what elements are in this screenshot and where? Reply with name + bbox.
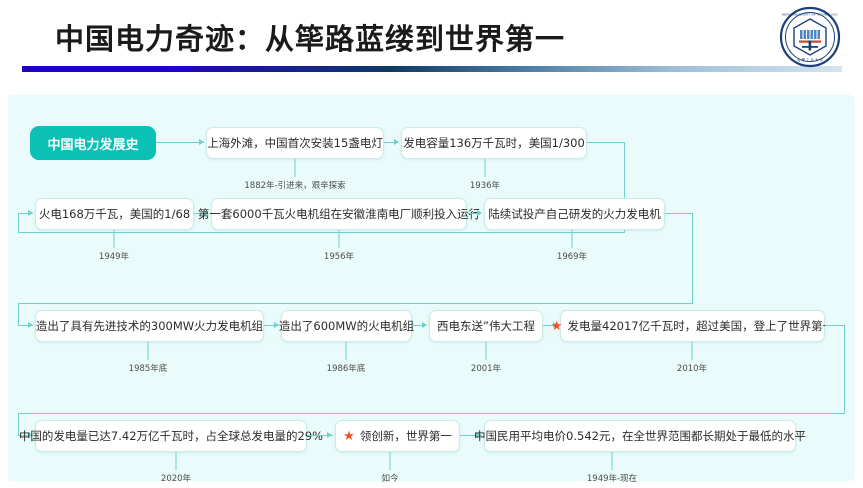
flow-node-r3c4[interactable]: ★ 发电量42017亿千瓦时，超过美国，登上了世界第一	[551, 310, 834, 342]
caption-tick	[338, 230, 340, 248]
flow-node-r1c1[interactable]: 上海外滩，中国首次安装15盏电灯	[206, 127, 384, 159]
connector-h	[467, 213, 481, 214]
connector-v	[844, 325, 845, 413]
connector-h	[18, 232, 625, 233]
connector-arrow	[199, 138, 204, 145]
caption-r2c2: 1956年	[323, 252, 355, 262]
svg-text:HEFEI UNIVERSITY OF TECHNOLOGY: HEFEI UNIVERSITY OF TECHNOLOGY	[782, 13, 838, 17]
connector-v	[18, 413, 19, 435]
caption-tick	[113, 230, 115, 248]
caption-r4c1: 2020年	[160, 474, 192, 484]
node-label: 陆续试投产自己研发的火力发电机	[488, 207, 661, 221]
university-seal-logo: HEFEI UNIVERSITY OF TECHNOLOGY 合 肥 工 业 大…	[779, 6, 841, 68]
connector-h	[18, 303, 693, 304]
page-title: 中国电力奇迹：从筚路蓝缕到世界第一	[55, 22, 566, 56]
connector-arrow	[553, 321, 558, 328]
flow-node-r4c3[interactable]: 中国民用平均电价0.542元，在全世界范围都长期处于最低的水平	[474, 420, 806, 452]
connector-h	[460, 435, 482, 436]
connector-h	[412, 325, 426, 326]
caption-r4c3: 1949年-现在	[586, 474, 638, 484]
caption-r3c4: 2010年	[676, 364, 708, 374]
star-icon: ★	[550, 318, 563, 334]
node-label: 发电容量136万千瓦时，美国1/300	[403, 136, 585, 150]
caption-r3c1: 1985年底	[128, 364, 168, 374]
node-label: 发电量42017亿千瓦时，超过美国，登上了世界第一	[567, 319, 835, 333]
caption-r2c1: 1949年	[98, 252, 130, 262]
svg-text:合 肥 工 业 大 学: 合 肥 工 业 大 学	[797, 57, 823, 62]
connector-v	[18, 303, 19, 325]
connector-arrow	[394, 138, 399, 145]
caption-tick	[611, 452, 613, 470]
flow-node-r3c3[interactable]: 西电东送”伟大工程	[429, 310, 543, 342]
connector-h	[156, 142, 204, 143]
connector-arrow	[476, 431, 481, 438]
flow-node-r1c2[interactable]: 发电容量136万千瓦时，美国1/300	[401, 127, 587, 159]
caption-r1c2: 1936年	[469, 181, 501, 191]
connector-h	[18, 413, 845, 414]
caption-r3c3: 2001年	[470, 364, 502, 374]
connector-v	[18, 213, 19, 233]
slide-header: 中国电力奇迹：从筚路蓝缕到世界第一 HEFEI UNIVERSITY OF TE…	[0, 0, 863, 95]
caption-r2c3: 1969年	[556, 252, 588, 262]
connector-h	[18, 435, 33, 436]
node-label: 领创新，世界第一	[359, 429, 452, 443]
caption-tick	[485, 342, 487, 360]
connector-h	[543, 325, 557, 326]
caption-tick	[691, 342, 693, 360]
flow-node-r4c2[interactable]: ★ 领创新，世界第一	[335, 420, 460, 452]
connector-h	[194, 213, 208, 214]
connector-v	[692, 213, 693, 303]
connector-arrow	[28, 321, 33, 328]
caption-tick	[484, 159, 486, 177]
node-label: 中国民用平均电价0.542元，在全世界范围都长期处于最低的水平	[474, 429, 806, 443]
connector-h	[18, 213, 33, 214]
flow-node-r4c1[interactable]: 中国的发电量已达7.42万亿千瓦时，占全球总发电量的29%	[19, 420, 323, 452]
connector-arrow	[28, 431, 33, 438]
caption-tick	[147, 342, 149, 360]
node-label: 第一套6000千瓦火电机组在安徽淮南电厂顺利投入运行	[197, 207, 481, 221]
title-underline-rule	[22, 66, 842, 72]
node-label: 上海外滩，中国首次安装15盏电灯	[207, 136, 383, 150]
connector-arrow	[327, 431, 332, 438]
connector-h	[665, 213, 693, 214]
connector-h	[264, 325, 278, 326]
caption-tick	[345, 342, 347, 360]
caption-tick	[175, 452, 177, 470]
flow-node-r2c1[interactable]: 火电168万千瓦，美国的1/68	[35, 198, 194, 230]
caption-tick	[389, 452, 391, 470]
caption-r1c1: 1882年-引进来，艰辛探索	[244, 181, 346, 191]
node-label: 中国的发电量已达7.42万亿千瓦时，占全球总发电量的29%	[18, 429, 324, 443]
flow-node-r3c2[interactable]: 造出了600MW的火电机组	[278, 310, 415, 342]
flow-start-node[interactable]: 中国电力发展史	[30, 126, 156, 160]
node-label: 造出了600MW的火电机组	[278, 319, 415, 333]
connector-h	[825, 325, 845, 326]
flow-node-r3c1[interactable]: 造出了具有先进技术的300MW火力发电机组	[35, 310, 264, 342]
connector-h	[18, 325, 33, 326]
caption-r3c2: 1986年底	[326, 364, 366, 374]
caption-r4c2: 如今	[381, 474, 399, 484]
caption-tick	[294, 159, 296, 177]
node-label: 造出了具有先进技术的300MW火力发电机组	[35, 319, 264, 333]
connector-v	[624, 142, 625, 232]
caption-tick	[571, 230, 573, 248]
connector-h	[384, 142, 398, 143]
node-label: 西电东送”伟大工程	[437, 319, 535, 333]
connector-arrow	[274, 321, 279, 328]
flowchart-panel: 中国电力发展史 上海外滩，中国首次安装15盏电灯 1882年-引进来，艰辛探索 …	[8, 95, 855, 484]
connector-arrow	[204, 209, 209, 216]
connector-h	[587, 142, 625, 143]
connector-arrow	[477, 209, 482, 216]
connector-h	[307, 435, 333, 436]
connector-arrow	[28, 209, 33, 216]
flow-node-r2c2[interactable]: 第一套6000千瓦火电机组在安徽淮南电厂顺利投入运行	[198, 198, 480, 230]
star-icon: ★	[343, 428, 355, 444]
connector-arrow	[422, 321, 427, 328]
flow-node-r2c3[interactable]: 陆续试投产自己研发的火力发电机	[484, 198, 665, 230]
node-label: 火电168万千瓦，美国的1/68	[38, 207, 191, 221]
